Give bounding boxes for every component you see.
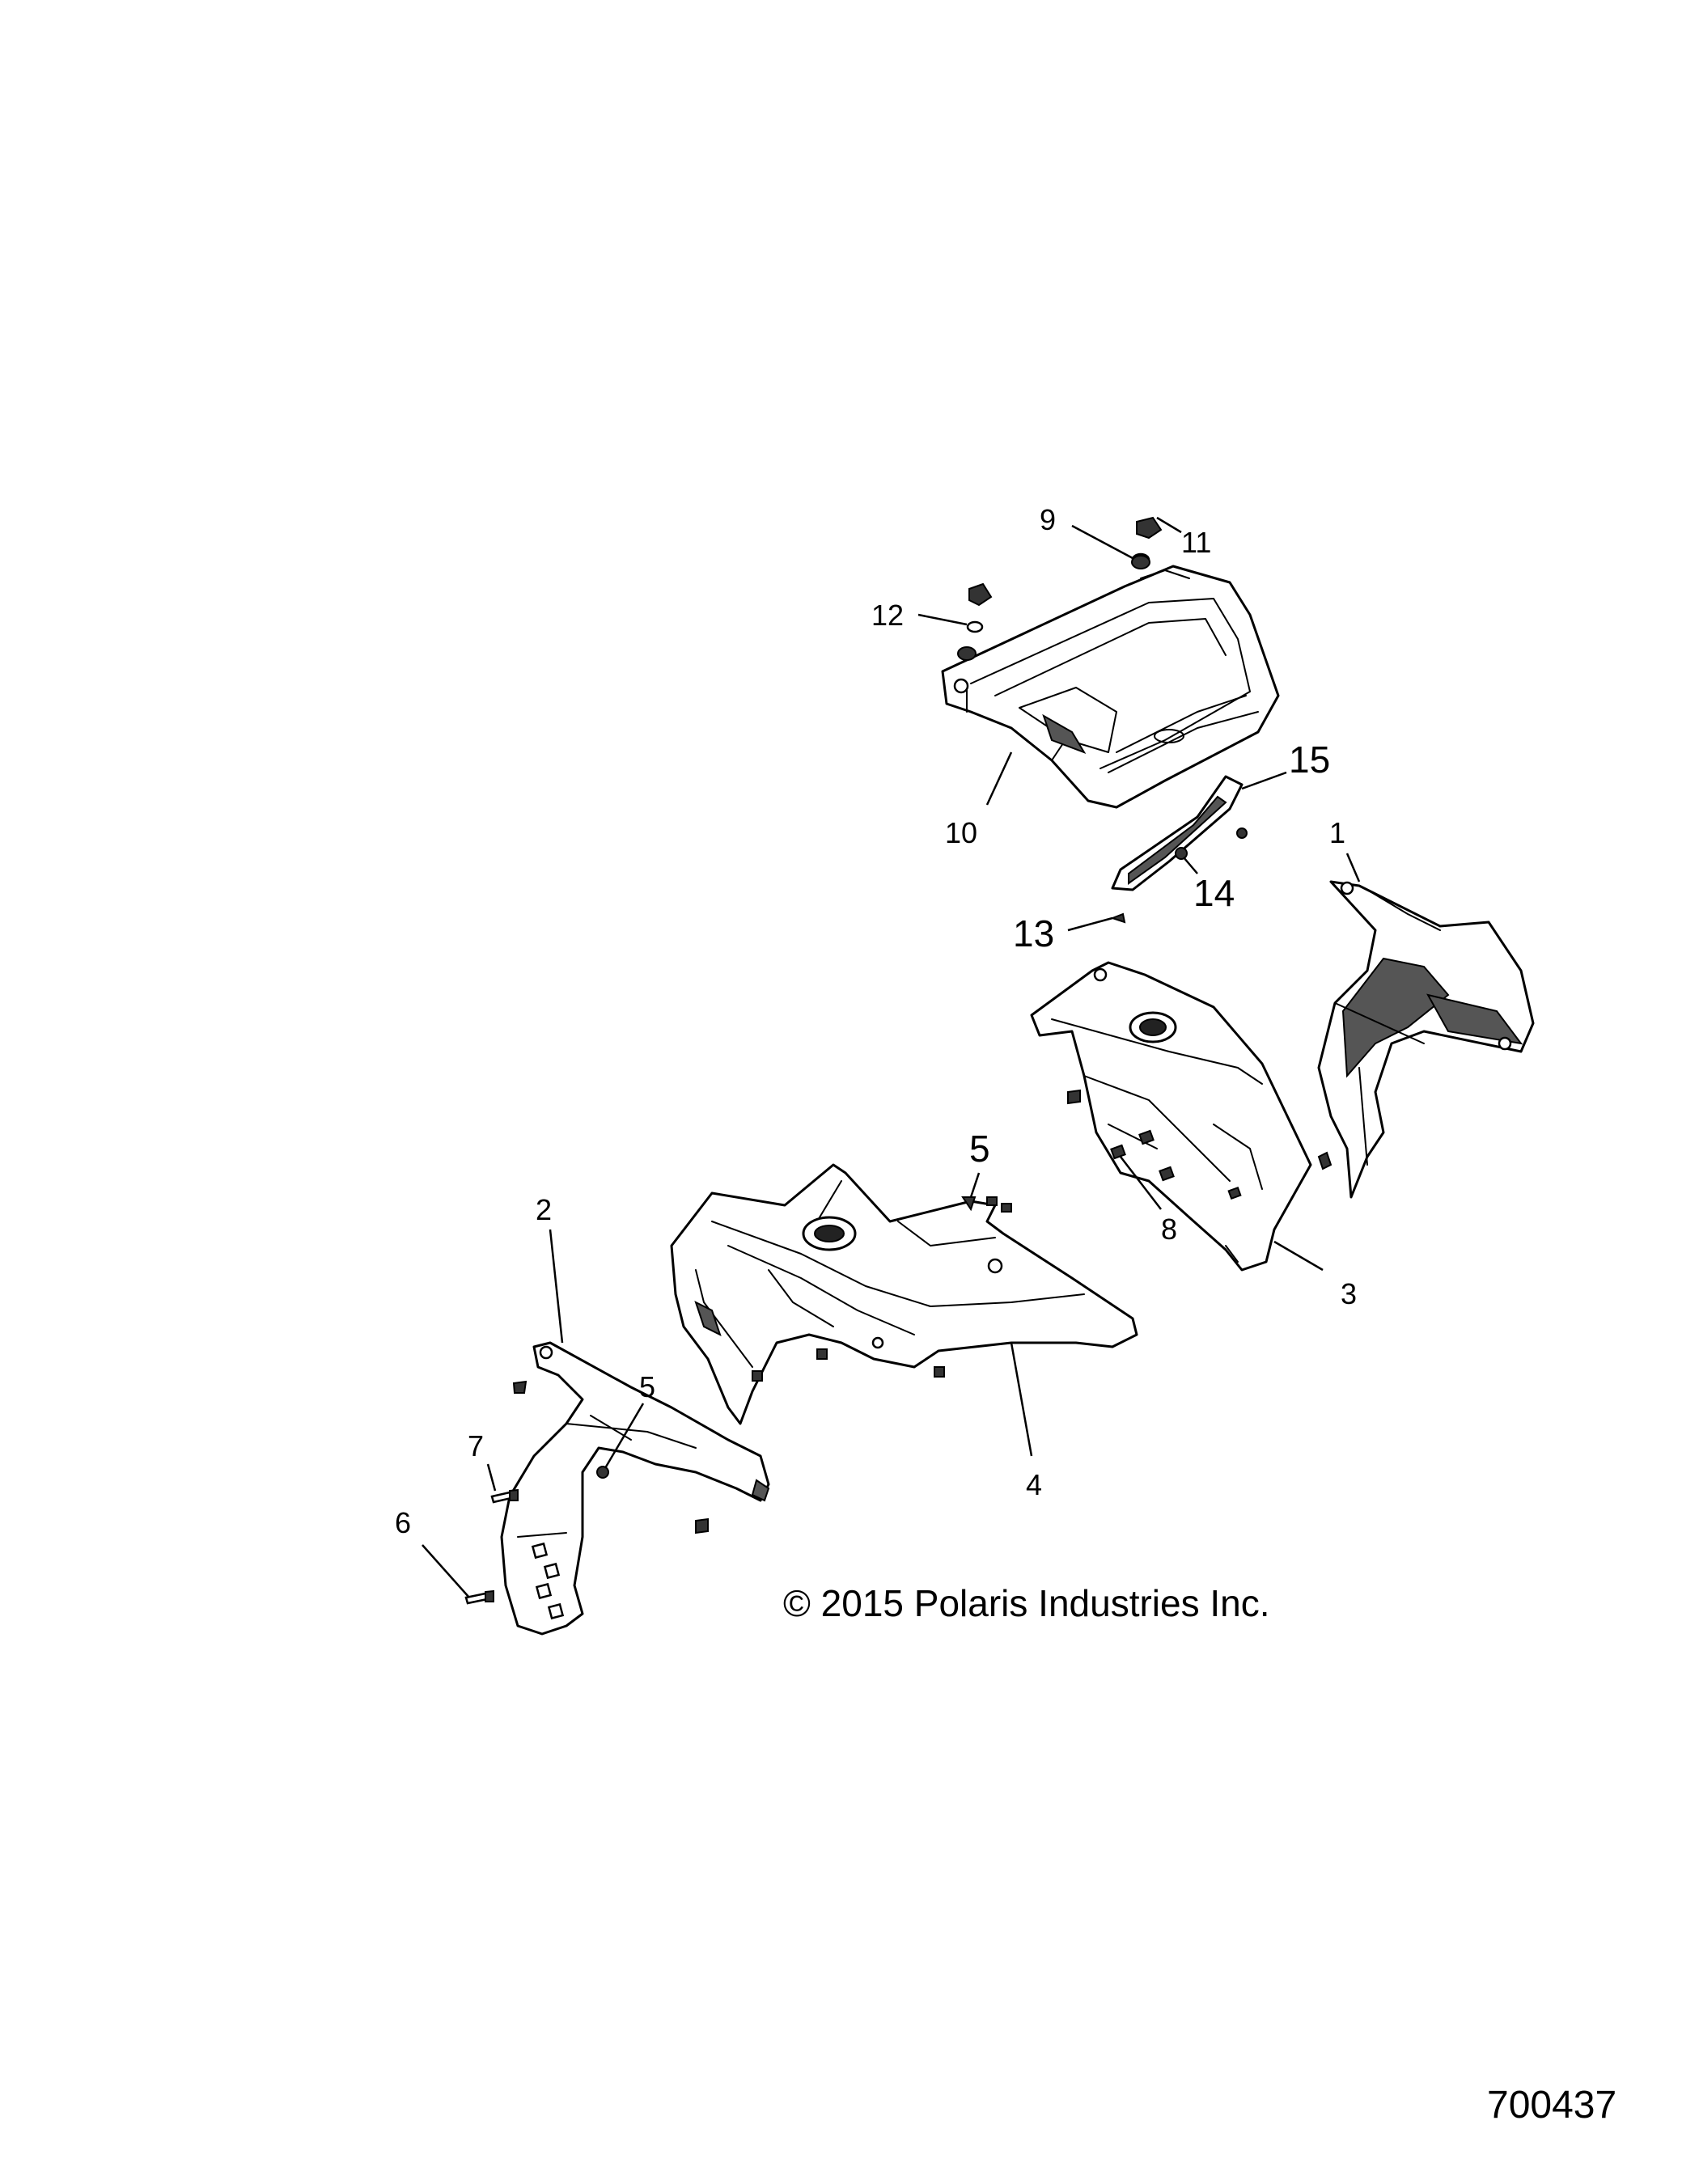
callout-7: 7 [468,1429,484,1462]
callout-labels: 1 2 3 4 5 5 6 7 8 9 10 11 12 13 14 15 [395,503,1357,1539]
dash-right-panel-part [1030,961,1312,1272]
callout-5-lower: 5 [639,1370,655,1403]
callout-2: 2 [536,1193,552,1226]
callout-8: 8 [1161,1213,1177,1246]
callout-13: 13 [1013,912,1054,954]
callout-4: 4 [1026,1468,1042,1501]
callout-9: 9 [1040,503,1056,536]
grille-strip-part [1111,775,1244,891]
right-side-panel-part [1317,880,1535,1199]
leader-lines [422,516,1361,1598]
main-dash-panel-part [670,1163,1138,1425]
callout-14: 14 [1193,872,1235,914]
callout-11: 11 [1181,526,1211,559]
callout-5-upper: 5 [969,1128,990,1170]
hood-cover-part [941,565,1280,809]
callout-3: 3 [1341,1277,1357,1310]
callout-6: 6 [395,1506,411,1539]
callout-15: 15 [1289,739,1330,781]
callout-1: 1 [1329,816,1345,849]
copyright-notice: © 2015 Polaris Industries Inc. [783,1582,1270,1624]
callout-12: 12 [871,599,904,632]
fasteners [464,516,1333,1605]
document-number: 700437 [1487,2084,1616,2127]
callout-10: 10 [945,816,977,849]
